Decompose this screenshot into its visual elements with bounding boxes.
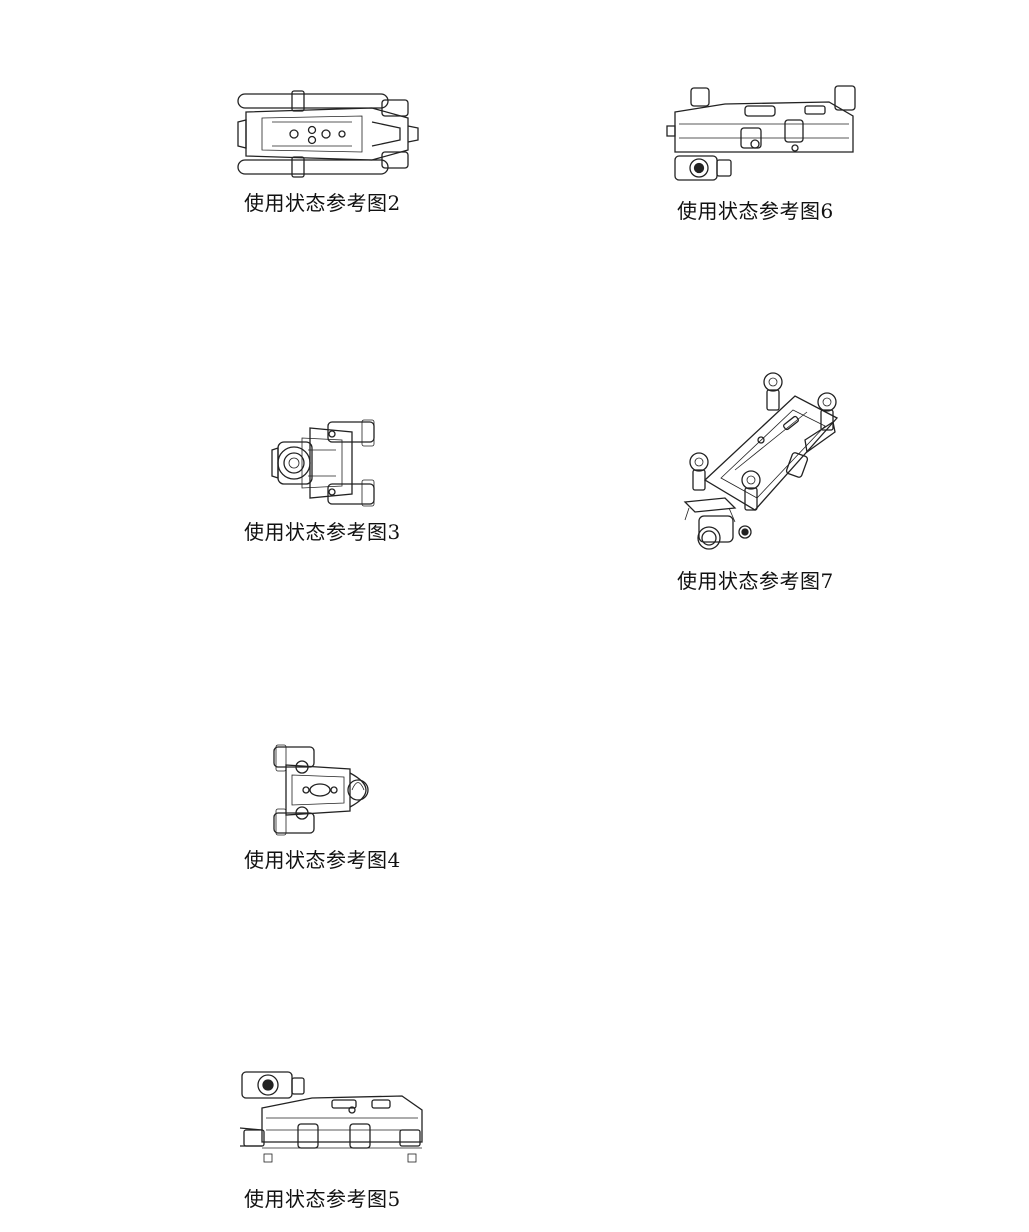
figure-3: 使用状态参考图3 bbox=[232, 419, 422, 550]
drone-right-side-view-drawing bbox=[666, 85, 856, 181]
drone-left-side-view-drawing bbox=[239, 1071, 423, 1163]
figure-5: 使用状态参考图5 bbox=[232, 1070, 432, 1211]
figure-4-caption: 使用状态参考图4 bbox=[244, 848, 401, 872]
figure-3-caption: 使用状态参考图3 bbox=[244, 520, 401, 544]
drone-front-view-drawing bbox=[271, 419, 375, 507]
figure-4: 使用状态参考图4 bbox=[232, 744, 422, 875]
figure-6: 使用状态参考图6 bbox=[665, 82, 865, 223]
figure-7: 使用状态参考图7 bbox=[665, 370, 865, 595]
drone-rear-view-drawing bbox=[273, 744, 369, 836]
figure-2-caption: 使用状态参考图2 bbox=[244, 191, 401, 215]
drone-top-view-drawing bbox=[237, 90, 419, 178]
figure-6-caption: 使用状态参考图6 bbox=[677, 199, 834, 223]
figure-7-caption: 使用状态参考图7 bbox=[677, 569, 834, 593]
drone-perspective-view-drawing bbox=[683, 372, 839, 550]
figure-2: 使用状态参考图2 bbox=[232, 88, 422, 223]
figure-5-caption: 使用状态参考图5 bbox=[244, 1187, 401, 1211]
